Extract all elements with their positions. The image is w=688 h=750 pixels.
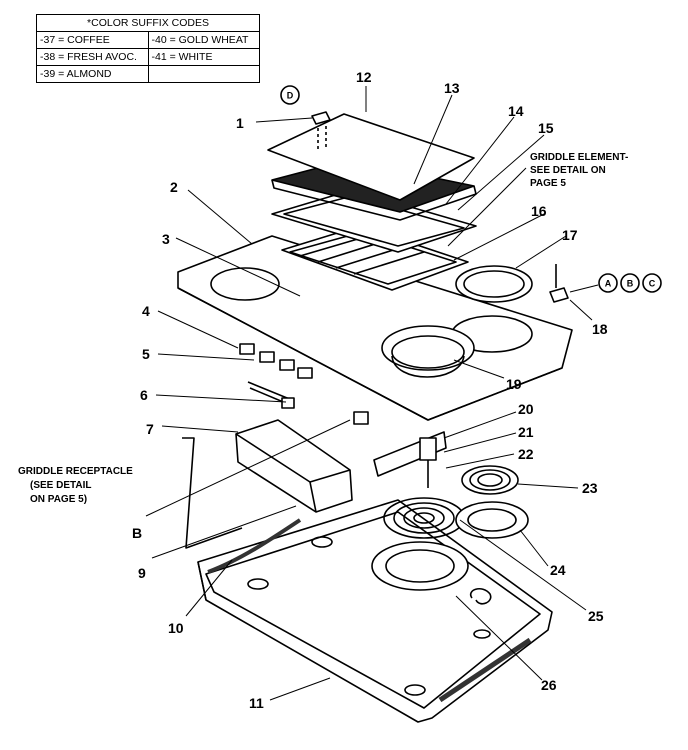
leader-lines (145, 86, 593, 701)
callout-5: 5 (142, 346, 150, 362)
callout-8: B (132, 525, 142, 541)
callout-12: 12 (356, 69, 372, 85)
circled-letter-c-label: C (649, 279, 656, 289)
color-code-cell: -39 = ALMOND (36, 65, 149, 83)
callout-3: 3 (162, 231, 170, 247)
callout-16: 16 (531, 203, 547, 219)
griddle-element (281, 225, 469, 291)
callout-23: 23 (582, 480, 598, 496)
drip-pan-small (455, 501, 529, 539)
note-line: GRIDDLE ELEMENT- (530, 152, 628, 163)
table-row: -39 = ALMOND (36, 65, 260, 83)
color-code-cell: -40 = GOLD WHEAT (147, 31, 260, 49)
drip-bowl-deep (381, 325, 475, 378)
drip-pan-large (371, 541, 469, 591)
callout-24: 24 (550, 562, 566, 578)
table-row: -38 = FRESH AVOC. -41 = WHITE (36, 48, 260, 66)
griddle-receptacle-box (235, 411, 369, 513)
callout-15: 15 (538, 120, 554, 136)
callout-10: 10 (168, 620, 184, 636)
callout-19: 19 (506, 376, 522, 392)
callout-1: 1 (236, 115, 244, 131)
color-code-cell: -37 = COFFEE (36, 31, 149, 49)
note-line: PAGE 5 (530, 178, 566, 189)
callout-21: 21 (518, 424, 534, 440)
callout-18: 18 (592, 321, 608, 337)
surface-element-small (461, 465, 519, 495)
callout-4: 4 (142, 303, 150, 319)
color-code-cell (147, 65, 260, 83)
circled-letter-b-label: B (627, 279, 634, 289)
color-code-cell: -41 = WHITE (147, 48, 260, 66)
element-bracket (373, 431, 447, 488)
circled-letter-c (642, 273, 662, 293)
circled-letter-b (620, 273, 640, 293)
color-suffix-table: *COLOR SUFFIX CODES -37 = COFFEE -40 = G… (36, 14, 260, 83)
circled-letter-a-label: A (605, 279, 612, 289)
note-line: (SEE DETAIL (30, 480, 91, 491)
callout-20: 20 (518, 401, 534, 417)
callout-13: 13 (444, 80, 460, 96)
circled-letter-d (280, 85, 300, 105)
clip-part (311, 111, 331, 125)
callout-6: 6 (140, 387, 148, 403)
note-line: ON PAGE 5) (30, 494, 87, 505)
griddle-receptacle-note: GRIDDLE RECEPTACLE (SEE DETAIL ON PAGE 5… (18, 466, 133, 505)
callout-9: 9 (138, 565, 146, 581)
callout-14: 14 (508, 103, 524, 119)
callout-26: 26 (541, 677, 557, 693)
griddle-cover (267, 113, 475, 201)
griddle-element-note: GRIDDLE ELEMENT- SEE DETAIL ON PAGE 5 (530, 152, 628, 189)
circled-letter-d-label: D (287, 91, 294, 101)
circled-letter-a (598, 273, 618, 293)
callout-11: 11 (249, 695, 264, 711)
cooktop-top (177, 235, 573, 421)
callout-22: 22 (518, 446, 534, 462)
callout-2: 2 (170, 179, 178, 195)
callout-17: 17 (562, 227, 578, 243)
wire-rod (182, 437, 243, 549)
terminal-block (549, 264, 569, 303)
note-line: SEE DETAIL ON (530, 165, 606, 176)
note-line: GRIDDLE RECEPTACLE (18, 466, 133, 477)
trim-ring-large (455, 265, 533, 303)
callout-7: 7 (146, 421, 154, 437)
table-row: -37 = COFFEE -40 = GOLD WHEAT (36, 31, 260, 49)
callout-25: 25 (588, 608, 604, 624)
